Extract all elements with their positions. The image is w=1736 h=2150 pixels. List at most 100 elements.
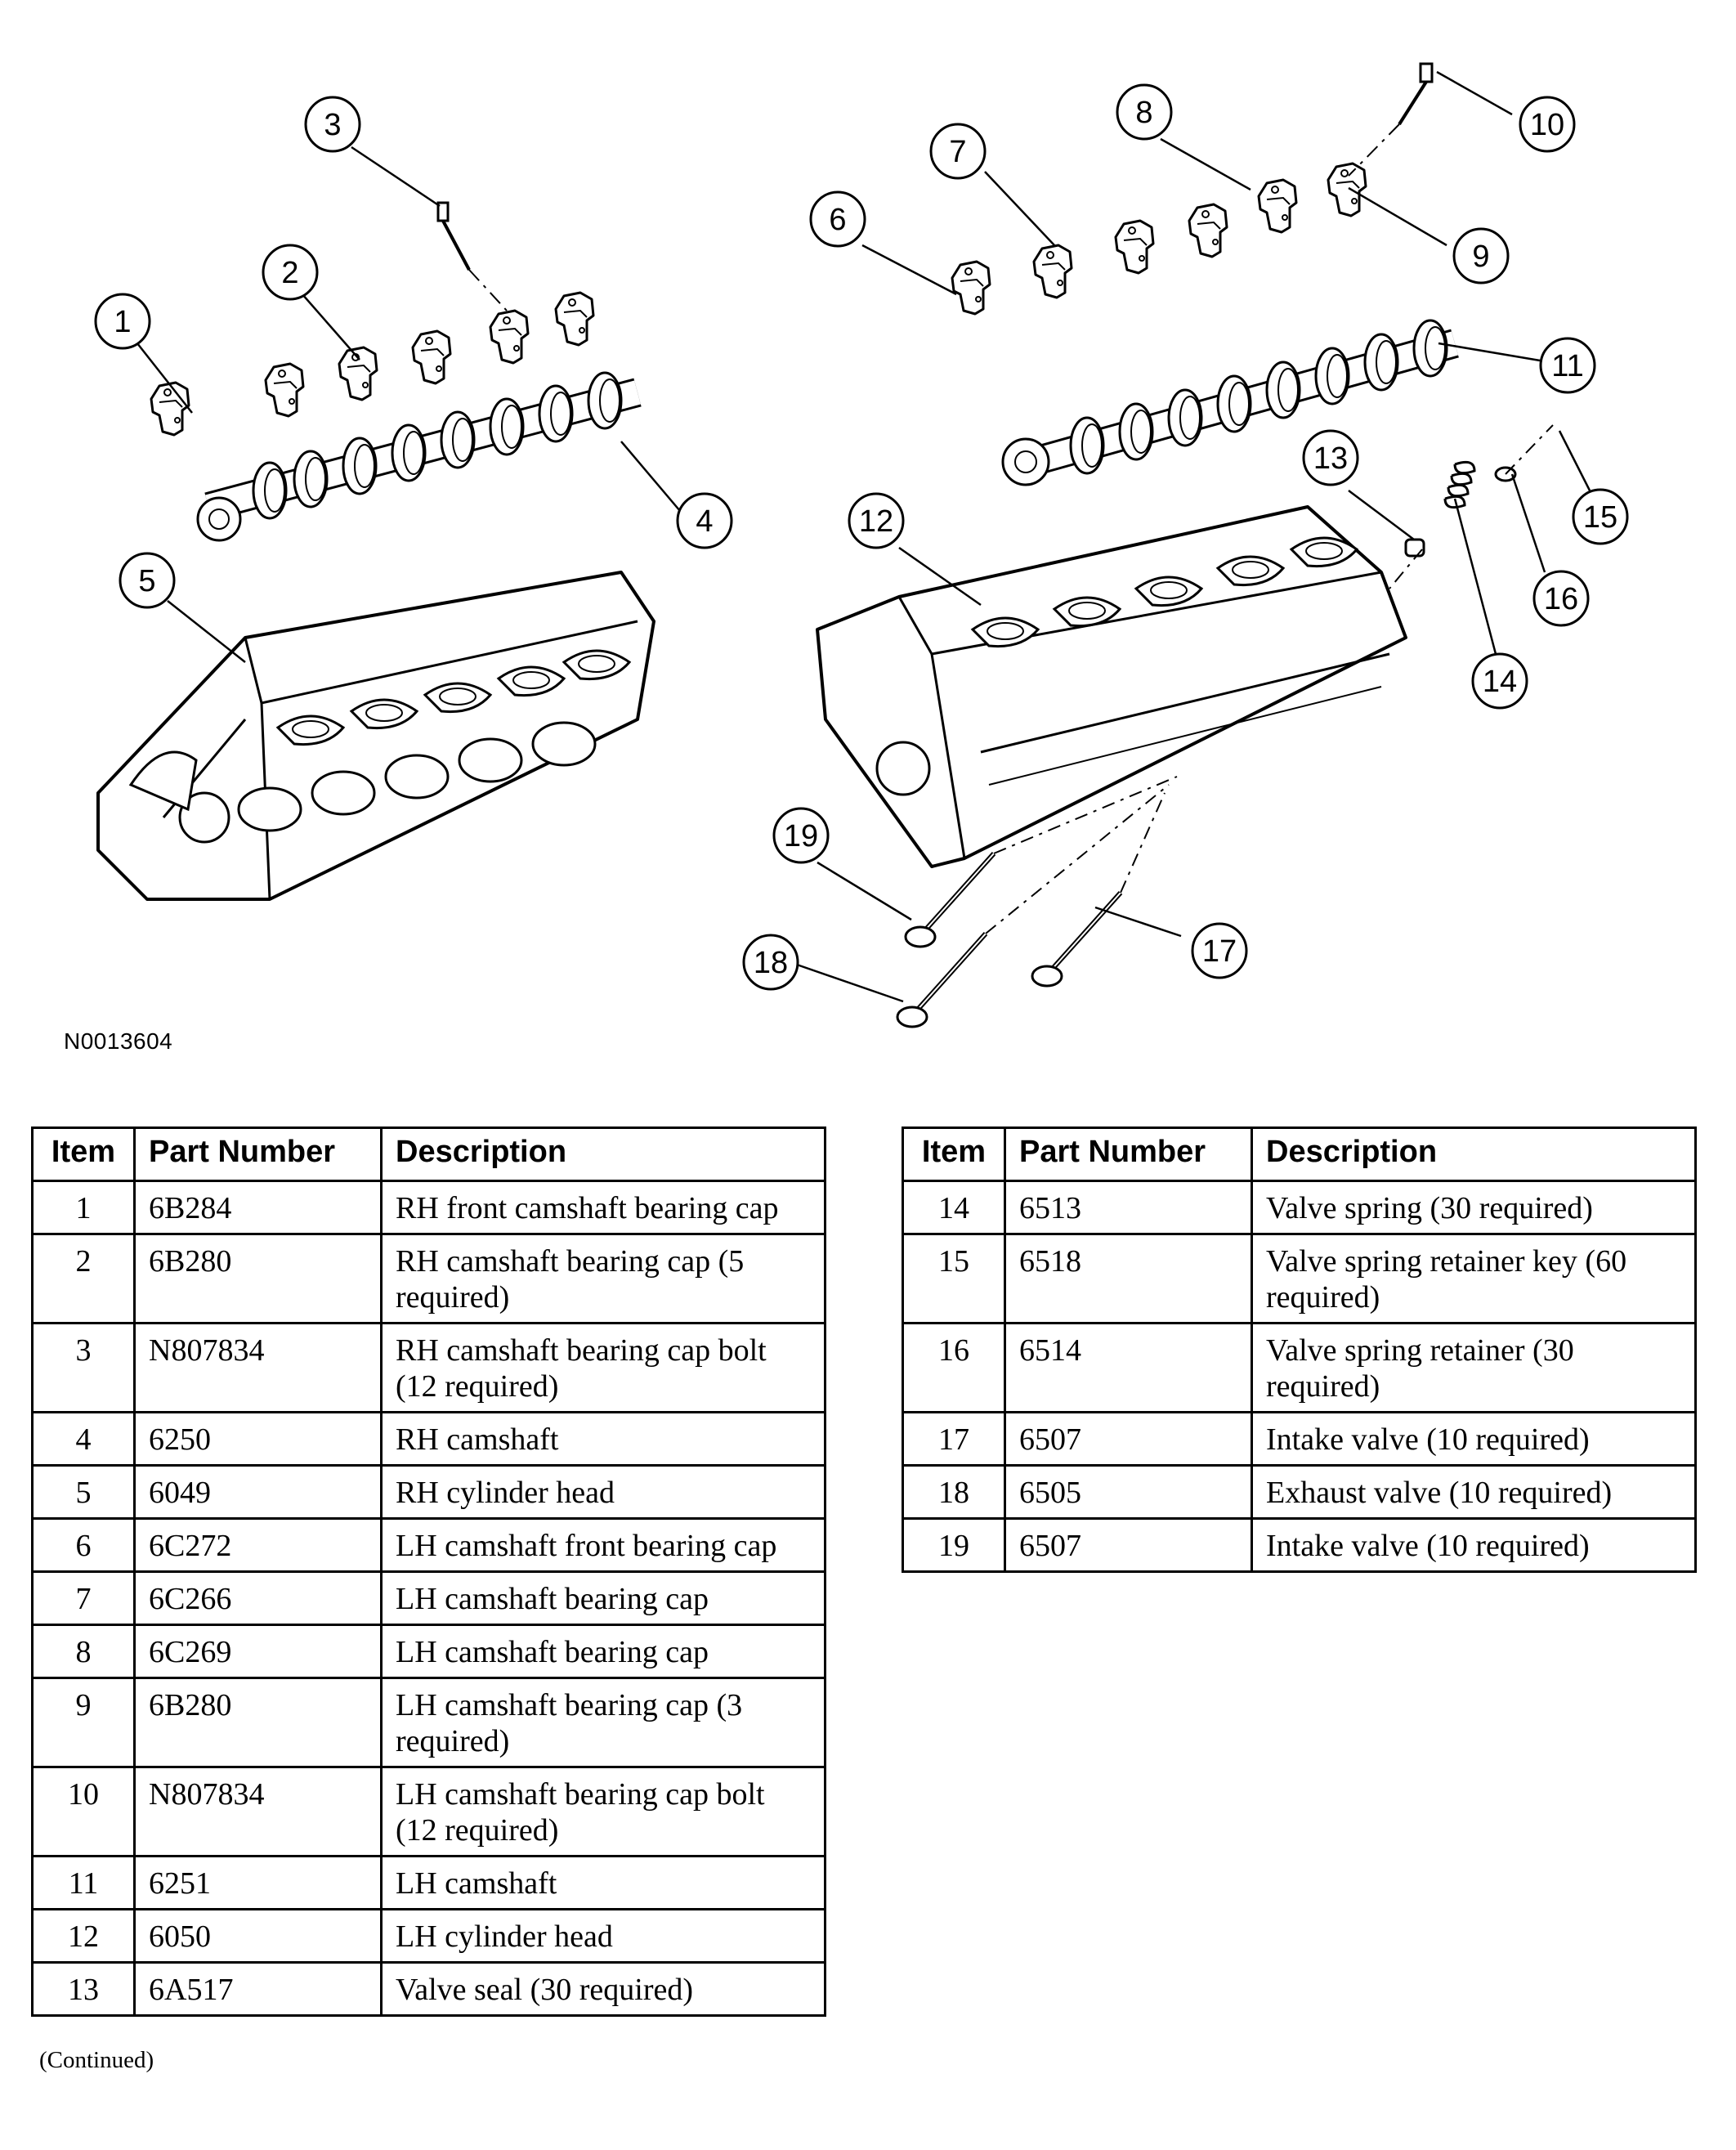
callout-15: 15 xyxy=(1572,488,1629,545)
svg-text:6: 6 xyxy=(829,203,846,237)
cell-description: LH camshaft front bearing cap xyxy=(380,1517,826,1573)
cell-item: 15 xyxy=(902,1233,1006,1324)
cell-part-number: 6C269 xyxy=(133,1624,383,1679)
lh-camshaft xyxy=(1001,319,1459,486)
header-item: Item xyxy=(902,1127,1006,1182)
cell-part-number: 6251 xyxy=(133,1855,383,1910)
svg-text:8: 8 xyxy=(1135,96,1152,130)
cell-description: Valve spring (30 required) xyxy=(1251,1180,1697,1235)
callout-16: 16 xyxy=(1532,570,1590,627)
cell-item: 12 xyxy=(31,1908,136,1964)
svg-text:17: 17 xyxy=(1202,934,1237,969)
figure-id: N0013604 xyxy=(64,1028,173,1054)
header-part-number: Part Number xyxy=(1004,1127,1253,1182)
cell-part-number: 6050 xyxy=(133,1908,383,1964)
exploded-view-illustration: 1 2 3 4 5 6 7 8 9 10 11 12 13 14 15 16 1… xyxy=(94,62,1629,1095)
continued-note: (Continued) xyxy=(39,2047,154,2073)
callout-leaders xyxy=(136,70,1591,1003)
svg-text:9: 9 xyxy=(1472,240,1489,274)
svg-text:10: 10 xyxy=(1530,108,1564,142)
cell-part-number: 6049 xyxy=(133,1464,383,1520)
cell-item: 11 xyxy=(31,1855,136,1910)
svg-text:5: 5 xyxy=(138,564,155,598)
cell-part-number: N807834 xyxy=(133,1766,383,1857)
callout-8: 8 xyxy=(1116,83,1173,141)
rh-cylinder-head xyxy=(96,571,655,901)
cell-description: LH camshaft xyxy=(380,1855,826,1910)
cell-part-number: 6507 xyxy=(1004,1411,1253,1467)
cell-description: LH cylinder head xyxy=(380,1908,826,1964)
table-header-row: Item Part Number Description xyxy=(902,1127,1697,1182)
callout-17: 17 xyxy=(1191,922,1248,979)
svg-text:13: 13 xyxy=(1313,441,1348,476)
svg-text:1: 1 xyxy=(114,305,131,339)
cell-item: 18 xyxy=(902,1464,1006,1520)
svg-text:14: 14 xyxy=(1483,665,1517,699)
cell-description: Valve spring retainer (30 required) xyxy=(1251,1322,1697,1413)
cell-part-number: 6A517 xyxy=(133,1961,383,2017)
cell-item: 6 xyxy=(31,1517,136,1573)
header-item: Item xyxy=(31,1127,136,1182)
cell-item: 8 xyxy=(31,1624,136,1679)
cell-item: 13 xyxy=(31,1961,136,2017)
cell-item: 14 xyxy=(902,1180,1006,1235)
cell-description: RH camshaft bearing cap (5 required) xyxy=(380,1233,826,1324)
cell-item: 1 xyxy=(31,1180,136,1235)
cell-description: Valve spring retainer key (60 required) xyxy=(1251,1233,1697,1324)
callout-13: 13 xyxy=(1302,429,1359,486)
cell-part-number: 6C266 xyxy=(133,1570,383,1626)
header-description: Description xyxy=(380,1127,826,1182)
callout-3: 3 xyxy=(304,96,361,153)
cell-description: LH camshaft bearing cap (3 required) xyxy=(380,1677,826,1768)
callout-6: 6 xyxy=(809,190,866,248)
cell-description: LH camshaft bearing cap xyxy=(380,1570,826,1626)
cell-description: Intake valve (10 required) xyxy=(1251,1517,1697,1573)
callout-1: 1 xyxy=(94,293,151,350)
callout-18: 18 xyxy=(742,934,799,991)
callout-10: 10 xyxy=(1519,96,1576,153)
callout-19: 19 xyxy=(772,807,830,864)
cell-part-number: 6507 xyxy=(1004,1517,1253,1573)
cell-description: Intake valve (10 required) xyxy=(1251,1411,1697,1467)
lh-camshaft-bearing-caps xyxy=(951,162,1367,316)
svg-text:16: 16 xyxy=(1544,582,1578,616)
svg-text:7: 7 xyxy=(949,135,966,169)
cell-item: 19 xyxy=(902,1517,1006,1573)
valve-spring-parts xyxy=(1389,424,1554,589)
header-part-number: Part Number xyxy=(133,1127,383,1182)
table-header-row: Item Part Number Description xyxy=(31,1127,826,1182)
cell-item: 16 xyxy=(902,1322,1006,1413)
cell-description: RH cylinder head xyxy=(380,1464,826,1520)
cell-part-number: 6B284 xyxy=(133,1180,383,1235)
callout-9: 9 xyxy=(1452,227,1510,284)
cell-item: 2 xyxy=(31,1233,136,1324)
lh-camshaft-bearing-cap-bolt xyxy=(1348,62,1434,177)
callout-7: 7 xyxy=(929,123,987,180)
cell-part-number: N807834 xyxy=(133,1322,383,1413)
cell-part-number: 6B280 xyxy=(133,1233,383,1324)
cell-part-number: 6514 xyxy=(1004,1322,1253,1413)
svg-text:11: 11 xyxy=(1551,349,1583,383)
cell-item: 7 xyxy=(31,1570,136,1626)
callout-4: 4 xyxy=(676,492,733,549)
cell-description: Valve seal (30 required) xyxy=(380,1961,826,2017)
svg-text:19: 19 xyxy=(784,819,818,853)
cell-part-number: 6513 xyxy=(1004,1180,1253,1235)
